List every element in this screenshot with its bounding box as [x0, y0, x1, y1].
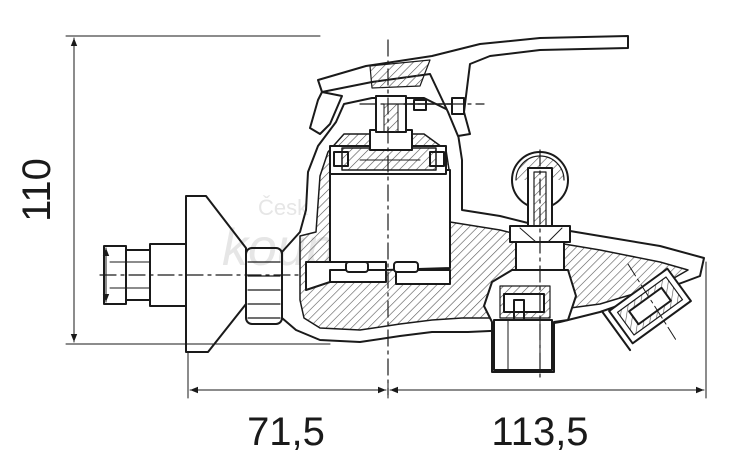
shower-outlet	[483, 269, 577, 373]
dimension-lines	[65, 35, 707, 399]
spout-aerator	[600, 263, 692, 352]
faucet-body	[281, 97, 705, 343]
lever-handle	[309, 35, 629, 137]
dimension-height-label: 110	[15, 158, 59, 222]
dimension-right-width-label: 113,5	[491, 410, 588, 454]
watermark-line1: Česk	[258, 195, 309, 220]
center-lines	[99, 39, 541, 396]
diverter	[509, 151, 571, 273]
dimension-left-width-label: 71,5	[247, 410, 325, 454]
